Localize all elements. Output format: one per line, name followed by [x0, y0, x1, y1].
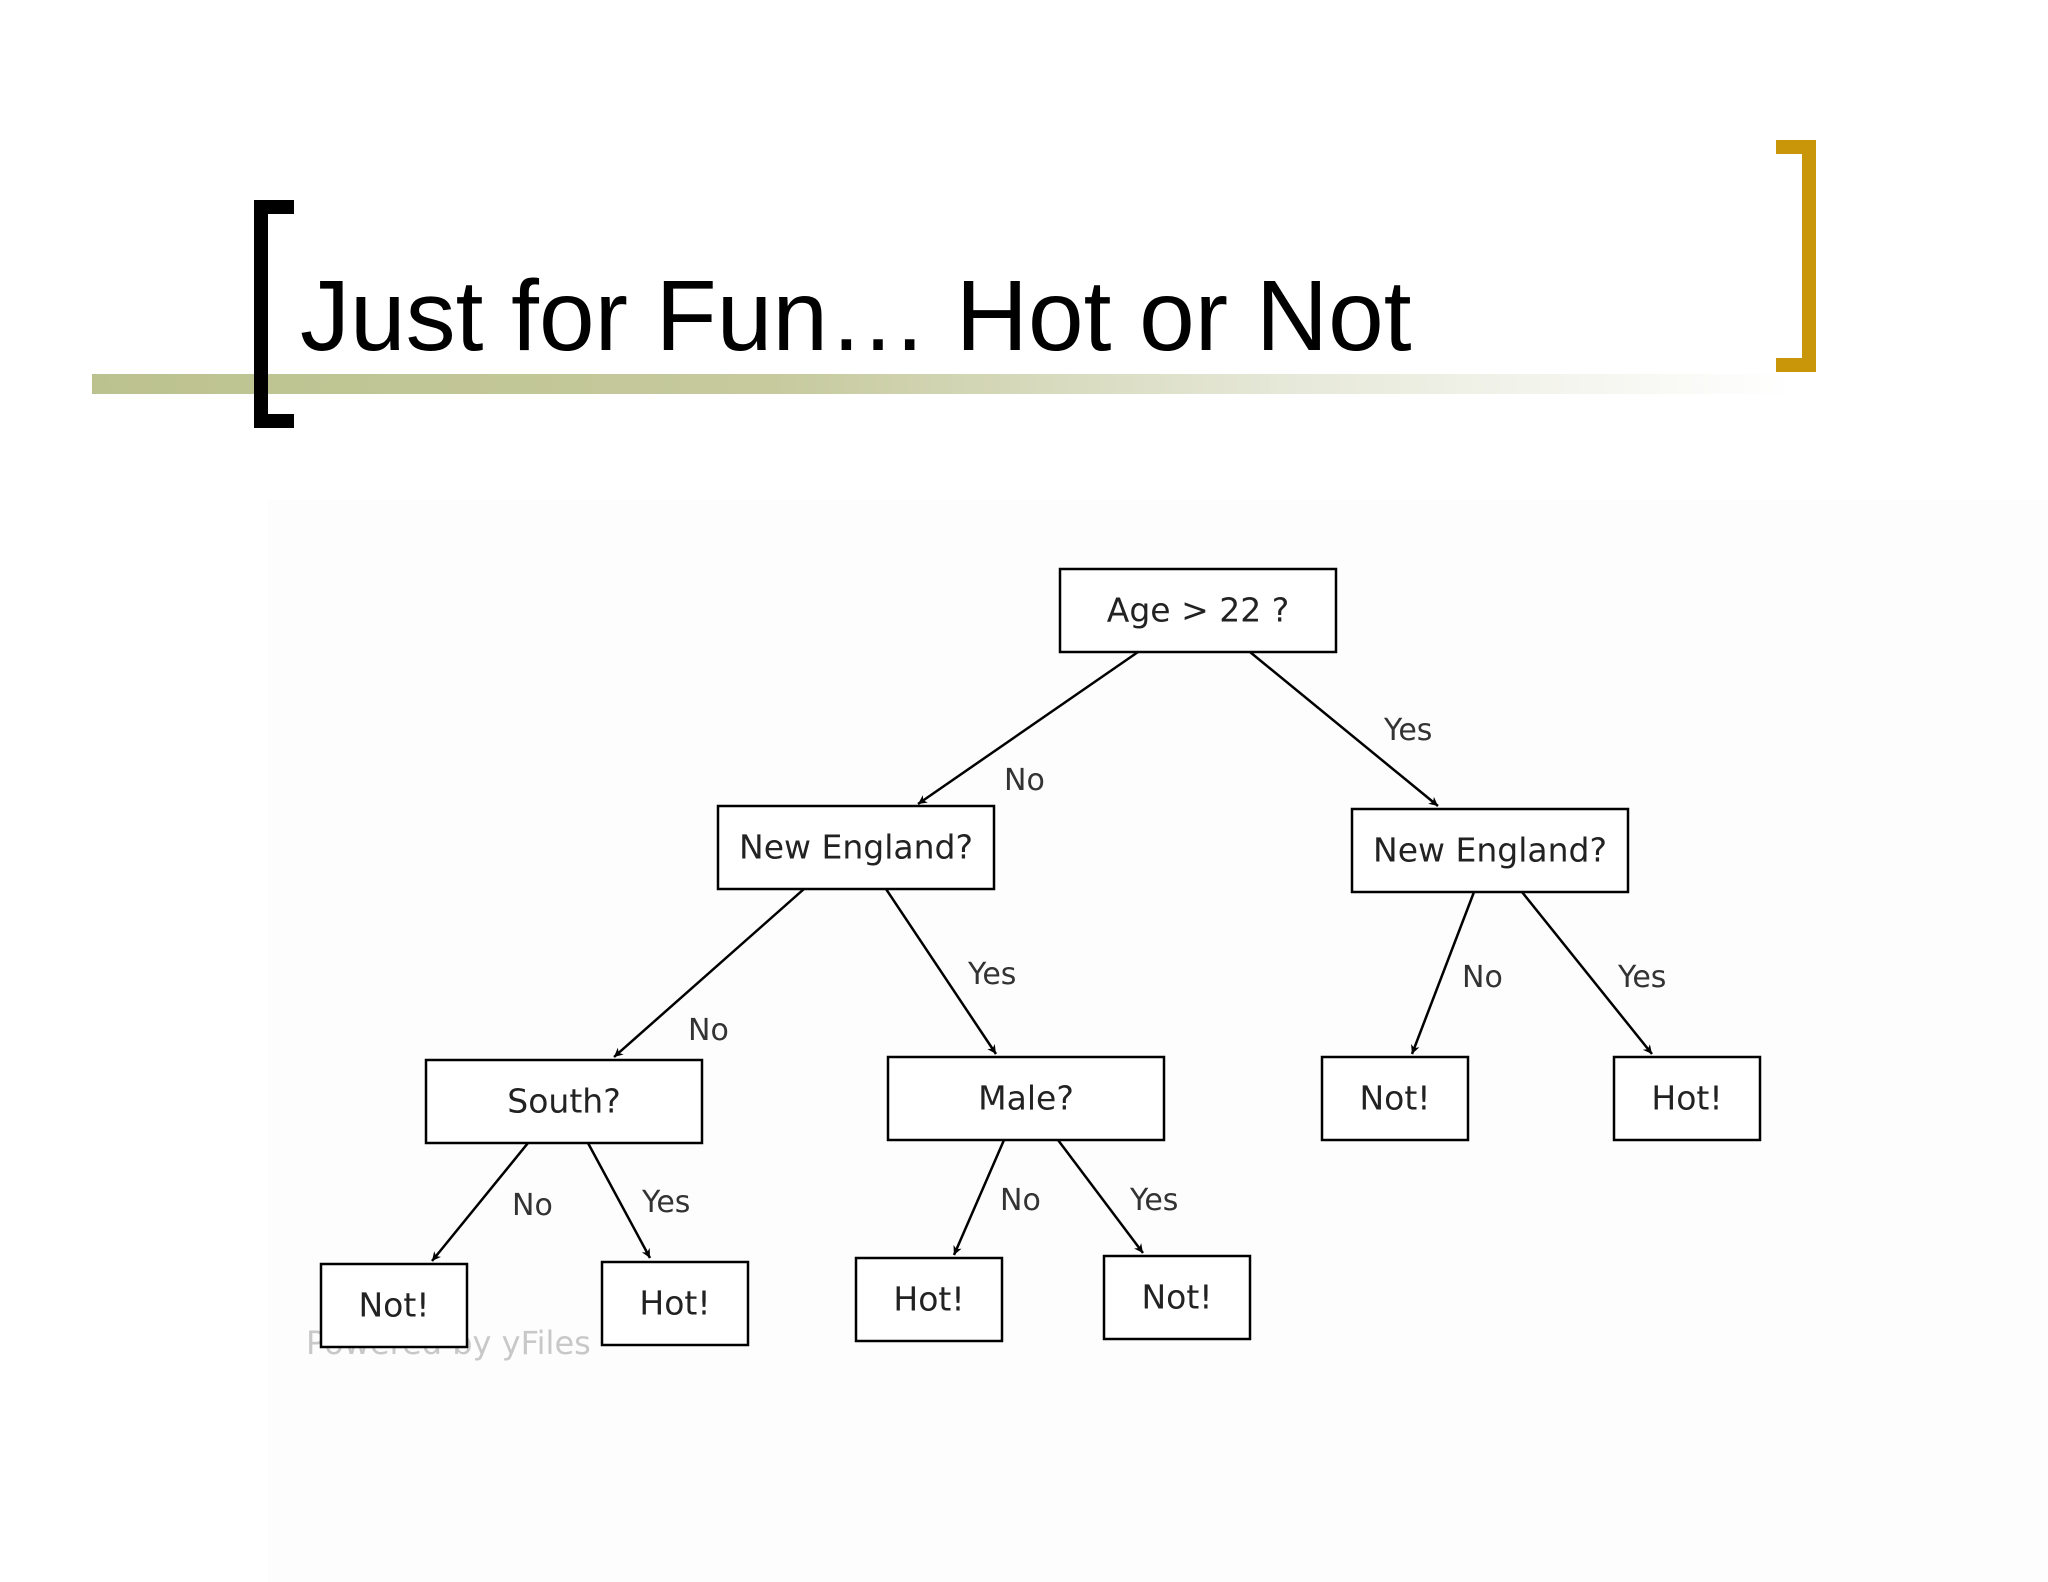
node-label-s_hot: Hot!	[639, 1284, 710, 1323]
edge-arrow-ne_right-to-r_hot	[1521, 891, 1653, 1055]
edge-label-ne_left-to-south: No	[688, 1013, 729, 1048]
node-box-ne_left	[716, 804, 996, 891]
nodes-layer: Age > 22 ? New England? New England? South?…	[319, 567, 1762, 1349]
tree-node-m_not: Not!	[1102, 1254, 1252, 1341]
edge-label-root-to-ne_right: Yes	[1383, 713, 1432, 748]
node-box-r_not	[1320, 1055, 1470, 1142]
edge-arrow-south-to-s_hot	[586, 1142, 652, 1259]
tree-node-m_hot: Hot!	[854, 1256, 1004, 1343]
node-box-m_hot	[854, 1256, 1004, 1343]
edge-arrow-root-to-ne_left	[917, 650, 1139, 806]
tree-node-r_not: Not!	[1320, 1055, 1470, 1142]
edge-label-south-to-s_not: No	[512, 1188, 553, 1223]
edge-label-ne_left-to-male: Yes	[967, 957, 1016, 992]
node-label-r_hot: Hot!	[1651, 1079, 1722, 1118]
node-box-m_not	[1102, 1254, 1252, 1341]
tree-node-ne_right: New England?	[1350, 807, 1630, 894]
edge-label-ne_right-to-r_hot: Yes	[1617, 960, 1666, 995]
node-box-s_hot	[600, 1260, 750, 1347]
edge-arrow-south-to-s_not	[431, 1142, 529, 1262]
node-label-ne_left: New England?	[739, 828, 973, 867]
tree-node-ne_left: New England?	[716, 804, 996, 891]
node-label-ne_right: New England?	[1373, 831, 1607, 870]
tree-node-south: South?	[424, 1058, 704, 1145]
edge-label-ne_right-to-r_not: No	[1462, 960, 1503, 995]
left-bracket-decoration	[254, 200, 294, 428]
edge-arrow-male-to-m_hot	[952, 1139, 1006, 1256]
edge-label-south-to-s_hot: Yes	[641, 1185, 690, 1220]
node-label-male: Male?	[978, 1079, 1074, 1118]
tree-node-r_hot: Hot!	[1612, 1055, 1762, 1142]
node-label-m_hot: Hot!	[893, 1280, 964, 1319]
edge-arrow-ne_right-to-r_not	[1410, 891, 1476, 1055]
tree-node-s_hot: Hot!	[600, 1260, 750, 1347]
edge-label-root-to-ne_left: No	[1004, 763, 1045, 798]
edge-label-male-to-m_hot: No	[1000, 1183, 1041, 1218]
node-box-s_not	[319, 1262, 469, 1349]
right-bracket-decoration	[1776, 140, 1816, 372]
tree-node-male: Male?	[886, 1055, 1166, 1142]
node-box-ne_right	[1350, 807, 1630, 894]
node-box-root	[1058, 567, 1338, 654]
node-label-r_not: Not!	[1359, 1079, 1430, 1118]
tree-node-root: Age > 22 ?	[1058, 567, 1338, 654]
node-box-male	[886, 1055, 1166, 1142]
title-accent-bar	[92, 374, 1792, 394]
node-label-s_not: Not!	[358, 1286, 429, 1325]
edge-arrow-ne_left-to-male	[884, 888, 998, 1055]
edge-arrow-root-to-ne_right	[1249, 651, 1439, 807]
node-label-m_not: Not!	[1141, 1278, 1212, 1317]
tree-node-s_not: Not!	[319, 1262, 469, 1349]
diagram-panel	[268, 500, 2048, 1582]
edge-arrow-ne_left-to-south	[613, 888, 805, 1058]
slide-title: Just for Fun… Hot or Not	[300, 260, 1412, 372]
node-label-root: Age > 22 ?	[1107, 591, 1289, 630]
edge-arrow-male-to-m_not	[1057, 1139, 1144, 1254]
node-box-south	[424, 1058, 704, 1145]
edge-label-male-to-m_not: Yes	[1129, 1183, 1178, 1218]
node-box-r_hot	[1612, 1055, 1762, 1142]
node-label-south: South?	[507, 1082, 620, 1121]
